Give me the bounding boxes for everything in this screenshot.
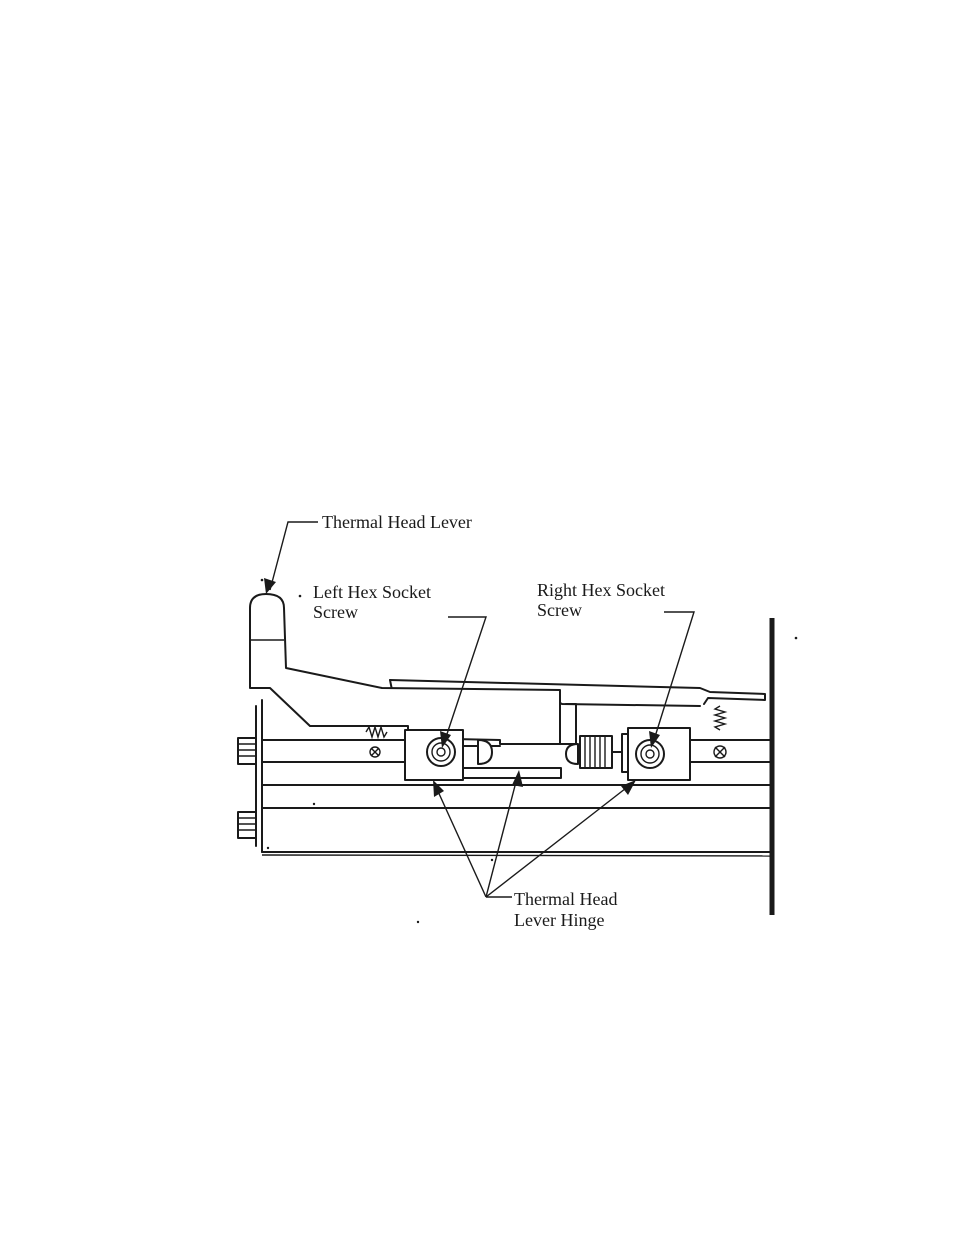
label-left-hex-line2: Screw	[313, 602, 358, 622]
upper-knob	[237, 737, 257, 765]
thermal-head-lever	[249, 593, 577, 745]
label-left-hex-line1: Left Hex Socket	[313, 582, 431, 602]
scan-specks	[260, 578, 798, 924]
shaft-bars	[261, 739, 773, 857]
hinge-leaders	[433, 770, 636, 898]
label-hinge-line2: Lever Hinge	[514, 910, 604, 930]
right-screw-leader	[649, 611, 695, 748]
right-hex-screw	[635, 739, 665, 769]
label-right-hex-line1: Right Hex Socket	[537, 580, 665, 600]
lower-knob	[237, 811, 257, 839]
label-right-hex-line2: Screw	[537, 600, 582, 620]
left-hex-screw	[426, 737, 456, 767]
label-hinge-line1: Thermal Head	[514, 889, 617, 909]
label-thermal-head-lever: Thermal Head Lever	[322, 512, 472, 532]
left-screw-leader	[440, 616, 487, 748]
center-coil-spring	[565, 735, 623, 769]
lever-leader	[264, 521, 318, 594]
left-spring	[365, 724, 388, 758]
right-spring	[712, 705, 728, 759]
